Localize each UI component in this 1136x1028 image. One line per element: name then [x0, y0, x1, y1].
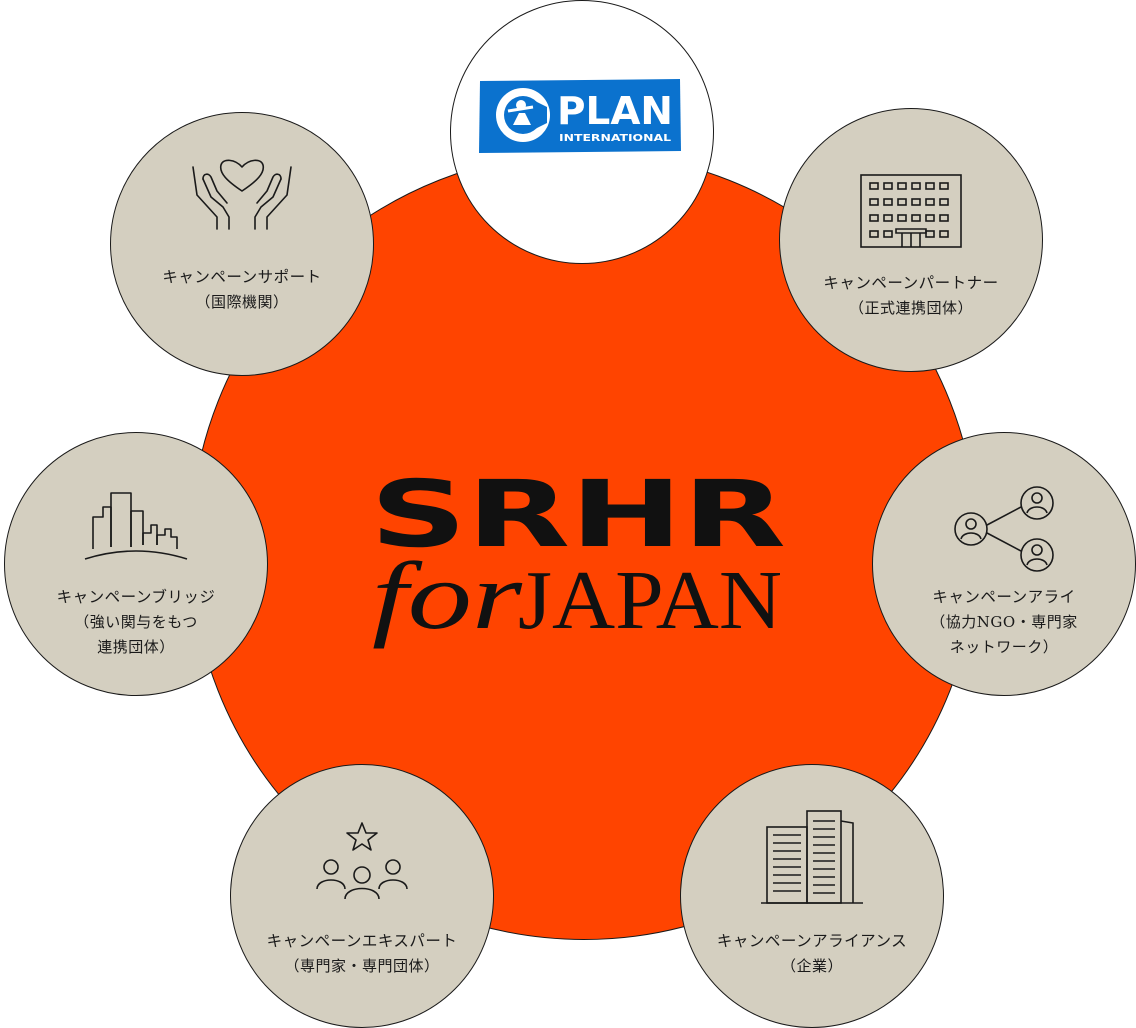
corporate-buildings-icon — [761, 810, 863, 904]
node-subtitle: （正式連携団体） — [848, 299, 973, 317]
logo-for: for — [372, 542, 523, 649]
node-title: キャンペーンパートナー — [823, 274, 999, 292]
node-subtitle: （専門家・専門団体） — [284, 957, 440, 975]
star-group-icon — [316, 822, 408, 899]
plan-subtitle: INTERNATIONAL — [559, 133, 672, 144]
plan-international-logo: PLAN INTERNATIONAL — [479, 79, 681, 153]
node-title: キャンペーンアライアンス — [716, 932, 908, 950]
node-campaign-ally: キャンペーンアライ （協力NGO・専門家 ネットワーク） — [872, 432, 1136, 696]
node-campaign-partner: キャンペーンパートナー （正式連携団体） — [779, 108, 1043, 372]
node-subtitle: （企業） — [780, 957, 843, 975]
node-subtitle: （国際機関） — [195, 293, 289, 311]
node-subtitle-2: ネットワーク） — [949, 638, 1059, 656]
node-subtitle-2: 連携団体） — [97, 638, 175, 656]
node-subtitle-1: （強い関与をもつ — [74, 613, 198, 631]
node-title: キャンペーンサポート — [162, 268, 322, 286]
node-title: キャンペーンエキスパート — [266, 932, 458, 950]
network-people-icon — [954, 486, 1054, 572]
logo-srhr: SRHR — [370, 468, 786, 568]
node-campaign-expert: キャンペーンエキスパート （専門家・専門団体） — [230, 764, 494, 1028]
node-subtitle-1: （協力NGO・専門家 — [930, 613, 1078, 631]
srhr-for-japan-logo: SRHR for JAPAN — [370, 468, 786, 649]
node-campaign-support: キャンペーンサポート （国際機関） — [110, 112, 374, 376]
city-skyline-icon — [84, 492, 188, 560]
node-campaign-alliance: キャンペーンアライアンス （企業） — [680, 764, 944, 1028]
plan-international-node: PLAN INTERNATIONAL — [450, 0, 714, 264]
heart-hands-icon — [192, 159, 292, 230]
node-title: キャンペーンアライ — [932, 588, 1076, 606]
logo-japan: JAPAN — [518, 554, 782, 647]
office-building-icon — [860, 174, 962, 248]
node-campaign-bridge: キャンペーンブリッジ （強い関与をもつ 連携団体） — [4, 432, 268, 696]
node-title: キャンペーンブリッジ — [56, 588, 216, 606]
plan-name: PLAN — [557, 89, 673, 133]
